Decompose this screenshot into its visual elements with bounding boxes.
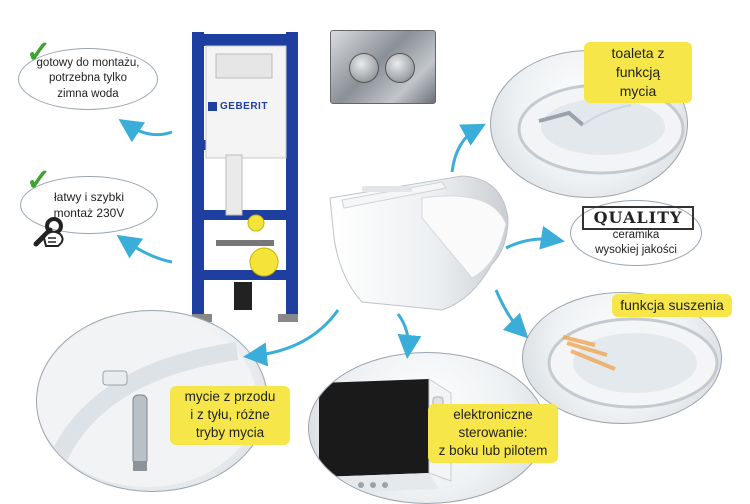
- label-washing-function: toaleta z funkcją mycia: [584, 42, 692, 103]
- flush-button-right: [385, 53, 415, 83]
- flush-button-left: [349, 53, 379, 83]
- arrow-to-quality: [505, 225, 565, 250]
- checkmark-icon: ✓: [26, 164, 52, 197]
- checkmark-icon: ✓: [26, 36, 52, 69]
- toilet-image: [322, 168, 512, 318]
- arrow-to-install: [116, 234, 173, 264]
- geberit-logo: GEBERIT: [208, 98, 284, 114]
- quality-stamp-logo: QUALITY: [582, 206, 694, 230]
- label-drying-function: funkcja suszenia: [612, 294, 732, 317]
- arrow-to-ready: [118, 119, 173, 143]
- flush-plate: [330, 30, 436, 104]
- feature-bubble-ready: gotowy do montażu, potrzebna tylko zimna…: [18, 48, 158, 110]
- label-washing-modes: mycie z przodu i z tyłu, różne tryby myc…: [170, 386, 290, 445]
- wrench-hand-icon: [30, 208, 72, 250]
- geberit-logo-icon: [208, 101, 217, 111]
- label-electronic-control: elektroniczne sterowanie: z boku lub pil…: [428, 404, 558, 463]
- installation-frame: GEBERIT: [186, 30, 306, 326]
- arrow-to-washing: [450, 123, 486, 173]
- arrow-to-control: [396, 313, 422, 359]
- feature-bubble-quality: ceramika wysokiej jakości: [570, 200, 702, 266]
- feature-bubble-install: łatwy i szybki montaż 230V: [20, 176, 158, 234]
